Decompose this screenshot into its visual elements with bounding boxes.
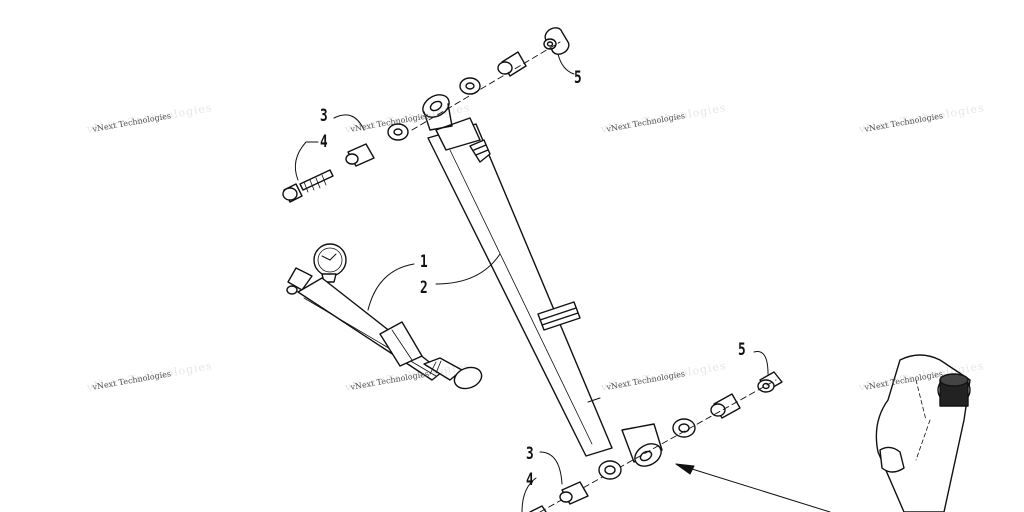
callout-3-bottom: 3 [526,444,534,464]
callout-5-bottom: 5 [738,340,746,360]
callout-3-top: 3 [320,106,328,126]
shock-absorber [422,94,663,467]
spindle-assembly [875,354,971,512]
callout-4-top: 4 [320,132,328,152]
callout-1: 1 [420,252,428,272]
air-pump [286,243,483,390]
top-hardware [282,27,570,203]
callout-4-bottom: 4 [526,470,534,490]
bottom-hardware [529,371,783,512]
callout-2: 2 [420,278,428,298]
leader-lines [294,53,831,512]
callout-5-top: 5 [574,68,582,88]
